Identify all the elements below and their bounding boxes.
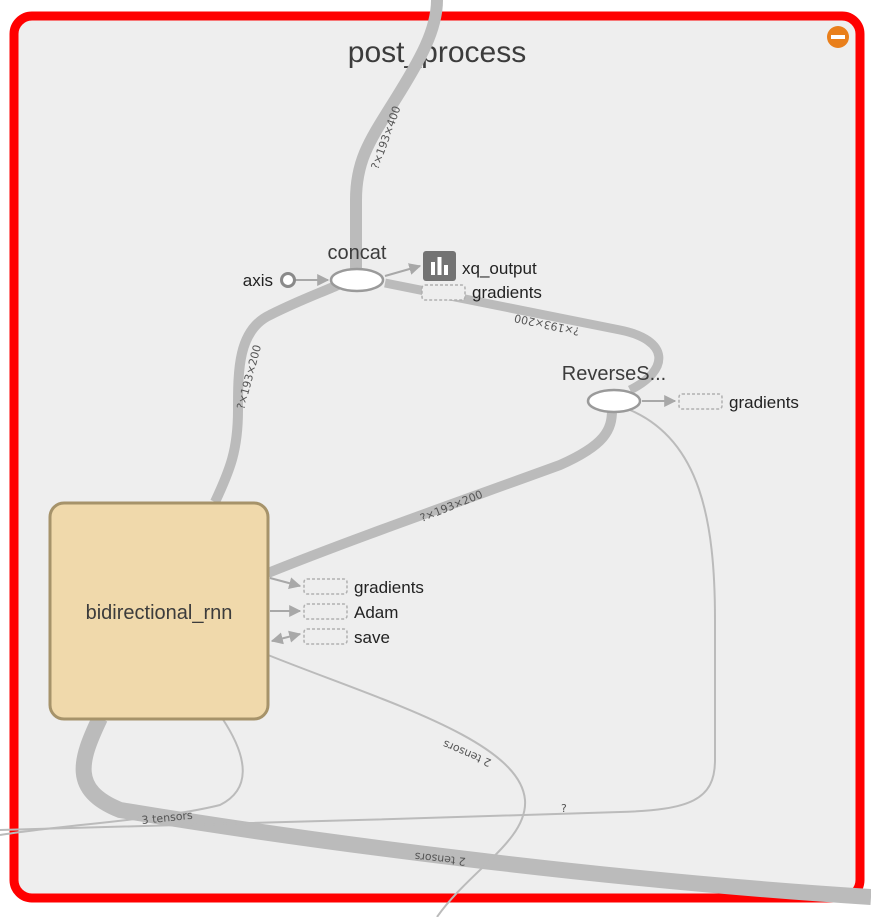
minus-circle-icon[interactable] xyxy=(827,26,849,48)
edge-label-reverse-out-unknown: ? xyxy=(561,802,567,815)
rnn-gradients-stub[interactable] xyxy=(303,578,348,595)
reverse-op-node[interactable] xyxy=(586,388,642,414)
rnn-adam-stub[interactable] xyxy=(303,603,348,620)
concat-op-node[interactable] xyxy=(329,267,385,293)
reverse-label: ReverseS... xyxy=(562,363,666,385)
edge-rnn-to-reverse xyxy=(266,409,617,578)
edge-bottom-2-tensors xyxy=(75,714,871,905)
edge-rnn-save xyxy=(270,630,302,645)
edge-label-bottom-2-tensors: 2 tensors xyxy=(414,850,467,868)
group-post-process[interactable] xyxy=(9,11,865,903)
bidirectional-rnn-node[interactable] xyxy=(48,501,270,721)
rnn-save-label: save xyxy=(354,628,390,647)
xq-output-label: xq_output xyxy=(462,259,537,278)
edge-reverse-out-unknown xyxy=(0,409,716,831)
edge-concat-to-summary xyxy=(384,263,422,277)
axis-constant-icon[interactable] xyxy=(280,272,296,288)
edge-label-rnn-in-3-tensors: 3 tensors xyxy=(141,809,194,827)
bidirectional-rnn-label: bidirectional_rnn xyxy=(86,602,233,624)
bar-chart-icon[interactable] xyxy=(423,251,456,281)
group-title: post_process xyxy=(348,36,526,69)
concat-label: concat xyxy=(328,242,387,264)
rnn-adam-label: Adam xyxy=(354,603,398,622)
rnn-save-stub[interactable] xyxy=(303,628,348,645)
edge-rnn-to-concat xyxy=(210,280,341,505)
reverse-gradients-stub[interactable] xyxy=(678,393,723,410)
concat-gradients-label: gradients xyxy=(472,283,542,302)
edge-rnn-out-2-tensors xyxy=(267,654,527,917)
edge-rnn-to-gradients xyxy=(269,577,302,590)
edge-input-to-concat xyxy=(350,0,443,270)
rnn-gradients-label: gradients xyxy=(354,578,424,597)
reverse-gradients-label: gradients xyxy=(729,393,799,412)
axis-label: axis xyxy=(243,271,273,290)
concat-gradients-stub[interactable] xyxy=(421,284,466,301)
